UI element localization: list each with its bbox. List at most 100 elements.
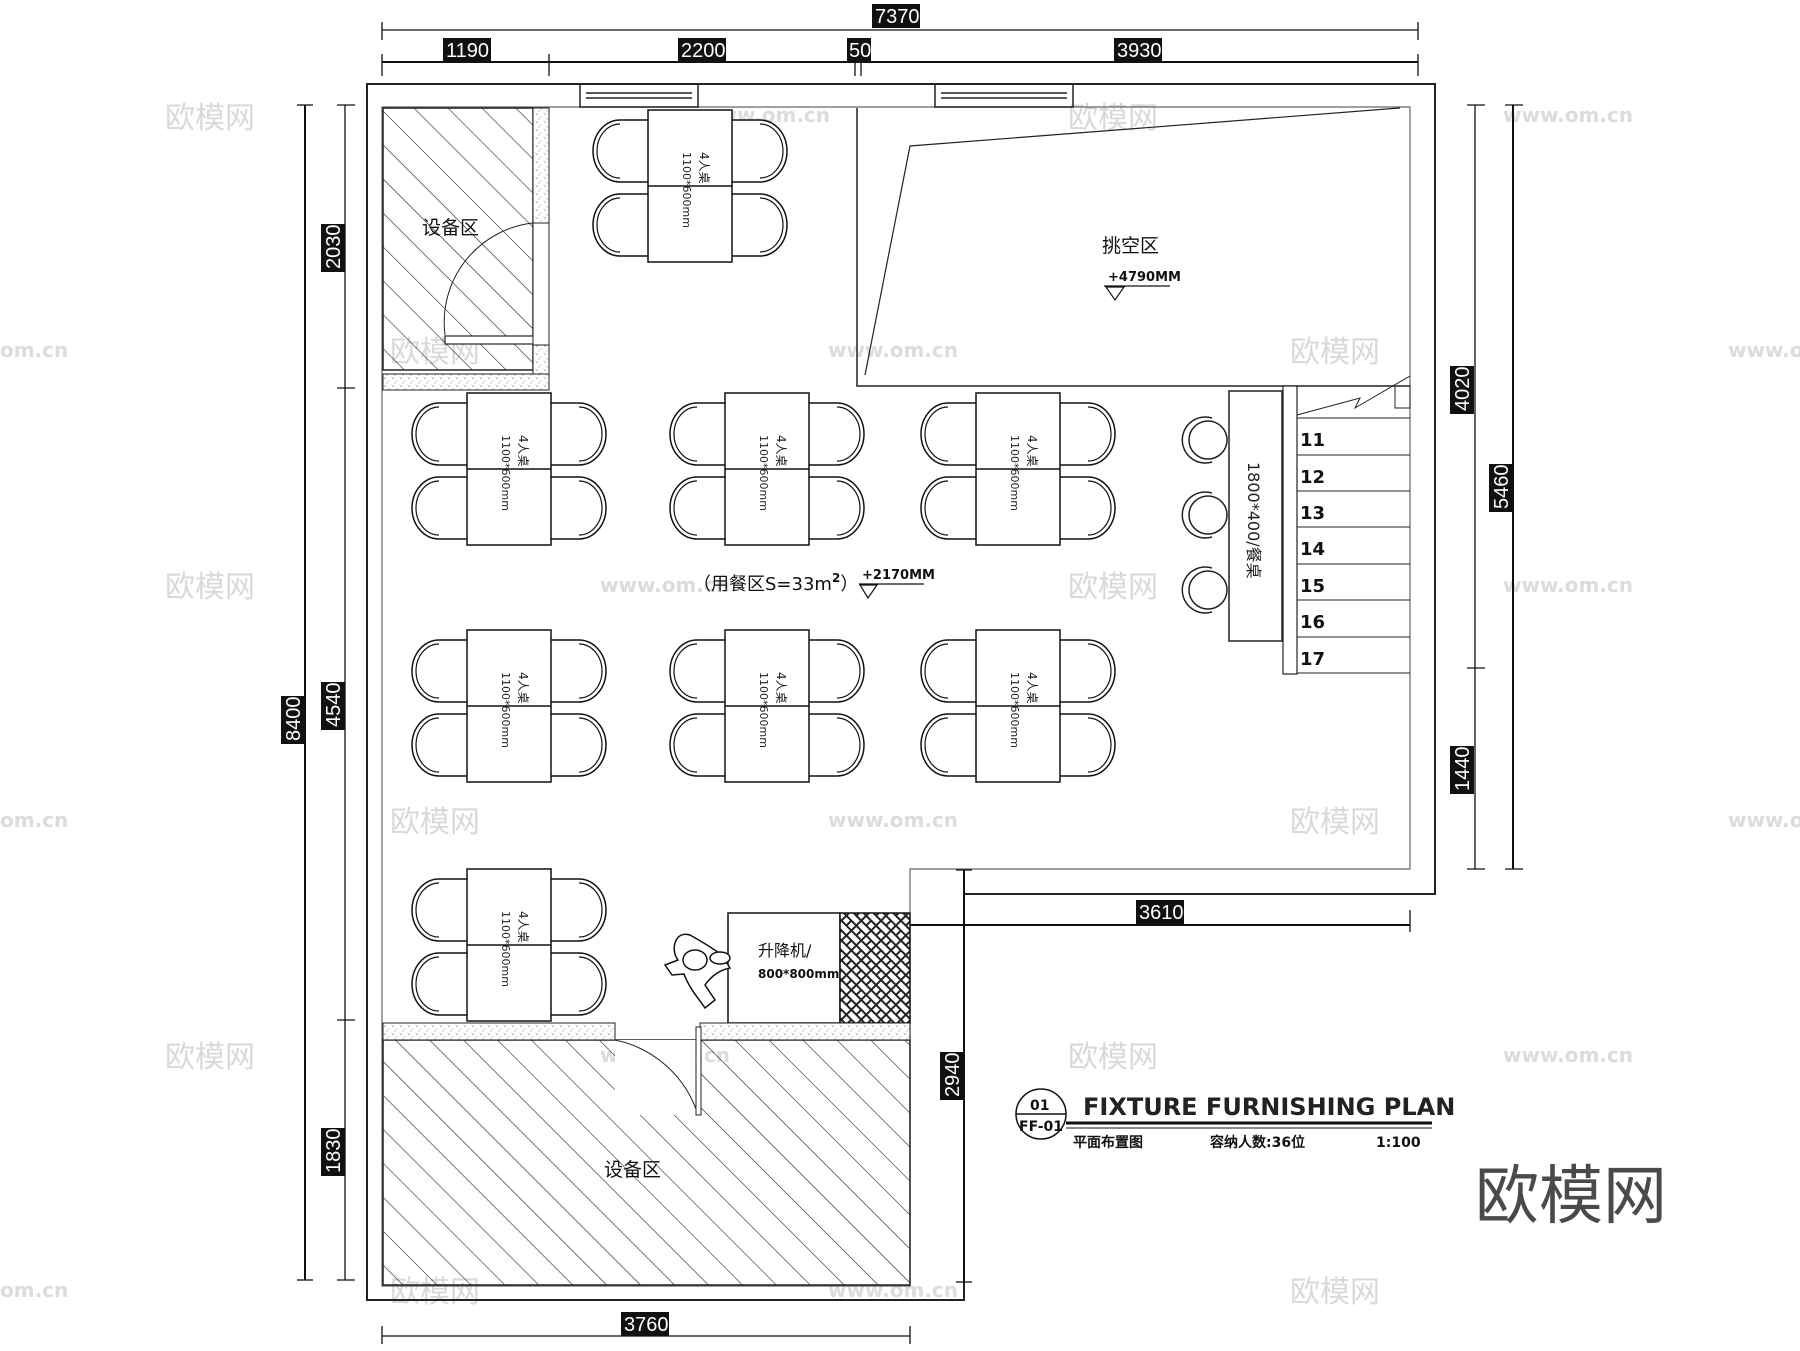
svg-text:5460: 5460 xyxy=(1491,465,1513,510)
dining-table-6: 4人桌 1100*600mm xyxy=(669,629,865,783)
svg-text:欧模网: 欧模网 xyxy=(1290,805,1380,840)
svg-text:www.om.cn: www.om.cn xyxy=(600,573,730,597)
title-block: 01 FF-01 FIXTURE FURNISHING PLAN 平面布置图 容… xyxy=(1015,1088,1455,1151)
table-size-label: 1100*600mm xyxy=(499,911,512,987)
chair-icon xyxy=(920,476,976,540)
table-size-label: 1100*600mm xyxy=(757,672,770,748)
chair-icon xyxy=(411,878,467,942)
table-size-label: 1100*600mm xyxy=(499,672,512,748)
chair-icon xyxy=(411,639,467,703)
stair-step-13: 13 xyxy=(1300,503,1325,524)
table-seat-label: 4人桌 xyxy=(516,672,530,704)
table-size-label: 1100*600mm xyxy=(680,152,693,228)
svg-text:2200: 2200 xyxy=(681,40,726,62)
table-seat-label: 4人桌 xyxy=(774,672,788,704)
table-seat-label: 4人桌 xyxy=(516,435,530,467)
svg-text:2030: 2030 xyxy=(323,225,345,270)
svg-text:om.cn: om.cn xyxy=(0,338,68,362)
sheet-number: 01 xyxy=(1030,1098,1049,1114)
bar-counter: 1800*400/餐桌 xyxy=(1181,390,1283,642)
stair-step-15: 15 xyxy=(1300,576,1325,597)
svg-text:欧模网: 欧模网 xyxy=(1068,1040,1158,1075)
chair-icon xyxy=(551,952,607,1016)
equipment-room-bottom: 设备区 xyxy=(382,1022,911,1286)
bar-counter-label: 1800*400/餐桌 xyxy=(1244,462,1263,579)
svg-text:3610: 3610 xyxy=(1139,902,1184,924)
chair-icon xyxy=(920,402,976,466)
bar-stool xyxy=(1181,416,1228,614)
plan-subtitle: 平面布置图 xyxy=(1073,1134,1143,1151)
svg-text:om.cn: om.cn xyxy=(0,808,68,832)
chair-icon xyxy=(1060,476,1116,540)
svg-text:3930: 3930 xyxy=(1117,40,1162,62)
person-figure xyxy=(663,933,732,1010)
chair-icon xyxy=(809,402,865,466)
dining-table-5: 4人桌 1100*600mm xyxy=(411,629,607,783)
void-label: 挑空区 xyxy=(1102,235,1159,257)
chair-icon xyxy=(551,878,607,942)
svg-text:1440: 1440 xyxy=(1452,747,1474,792)
scale: 1:100 xyxy=(1376,1135,1421,1151)
svg-text:www.om.cn: www.om.cn xyxy=(1503,103,1633,127)
svg-text:4020: 4020 xyxy=(1452,367,1474,412)
chair-icon xyxy=(732,119,788,183)
stair-step-16: 16 xyxy=(1300,612,1325,633)
svg-text:www.om.cn: www.om.cn xyxy=(1503,573,1633,597)
svg-text:欧模网: 欧模网 xyxy=(1068,570,1158,605)
svg-text:om.cn: om.cn xyxy=(0,1278,68,1302)
table-size-label: 1100*600mm xyxy=(499,435,512,511)
chair-icon xyxy=(1060,402,1116,466)
table-seat-label: 4人桌 xyxy=(516,911,530,943)
stair-step-11: 11 xyxy=(1300,430,1325,451)
svg-text:（用餐区S=33m2）: （用餐区S=33m2） xyxy=(693,571,858,595)
sheet-code: FF-01 xyxy=(1019,1119,1063,1135)
chair-icon xyxy=(411,713,467,777)
window-2 xyxy=(934,83,1074,108)
svg-text:www.om.cn: www.om.cn xyxy=(828,808,958,832)
stair-step-14: 14 xyxy=(1300,539,1325,560)
table-size-label: 1100*600mm xyxy=(757,435,770,511)
svg-text:www.om.cn: www.om.cn xyxy=(1728,338,1800,362)
chair-icon xyxy=(809,713,865,777)
chair-icon xyxy=(669,476,725,540)
table-size-label: 1100*600mm xyxy=(1008,435,1021,511)
chair-icon xyxy=(669,713,725,777)
chair-icon xyxy=(551,639,607,703)
dining-area-label: （用餐区S=33m2） +2170MM xyxy=(693,568,935,600)
svg-text:欧模网: 欧模网 xyxy=(165,101,255,136)
equipment-top-label: 设备区 xyxy=(422,217,479,239)
table-group: 4人桌 1100*600mm 4人桌 1100*600mm 4人桌 1100*600mm 4… xyxy=(411,109,1116,1022)
chair-icon xyxy=(411,952,467,1016)
brand-watermark: 欧模网 xyxy=(1475,1160,1667,1234)
dining-table-8: 4人桌 1100*600mm xyxy=(411,868,607,1022)
table-seat-label: 4人桌 xyxy=(1025,435,1039,467)
staircase: 11 12 13 14 15 16 17 xyxy=(1282,375,1411,675)
svg-text:欧模网: 欧模网 xyxy=(165,1040,255,1075)
lift-label: 升降机/ xyxy=(758,941,812,960)
equipment-room-top: 设备区 xyxy=(382,107,550,391)
svg-text:8400: 8400 xyxy=(283,697,305,742)
window-1 xyxy=(579,83,699,108)
equipment-bottom-label: 设备区 xyxy=(604,1159,661,1181)
chair-icon xyxy=(551,713,607,777)
svg-text:2940: 2940 xyxy=(942,1053,964,1098)
chair-icon xyxy=(669,639,725,703)
chair-icon xyxy=(809,639,865,703)
void-level: +4790MM xyxy=(1108,270,1181,285)
svg-text:欧模网: 欧模网 xyxy=(1290,1275,1380,1310)
svg-text:3760: 3760 xyxy=(624,1314,669,1336)
table-seat-label: 4人桌 xyxy=(1025,672,1039,704)
dining-table-2: 4人桌 1100*600mm xyxy=(411,392,607,546)
chair-icon xyxy=(1060,713,1116,777)
svg-text:www.om.cn: www.om.cn xyxy=(1728,808,1800,832)
svg-text:www.om.cn: www.om.cn xyxy=(1503,1043,1633,1067)
chair-icon xyxy=(411,476,467,540)
chair-icon xyxy=(732,193,788,257)
chair-icon xyxy=(551,402,607,466)
table-size-label: 1100*600mm xyxy=(1008,672,1021,748)
lift: 升降机/ 800*800mm xyxy=(727,912,911,1024)
svg-text:4540: 4540 xyxy=(323,683,345,728)
